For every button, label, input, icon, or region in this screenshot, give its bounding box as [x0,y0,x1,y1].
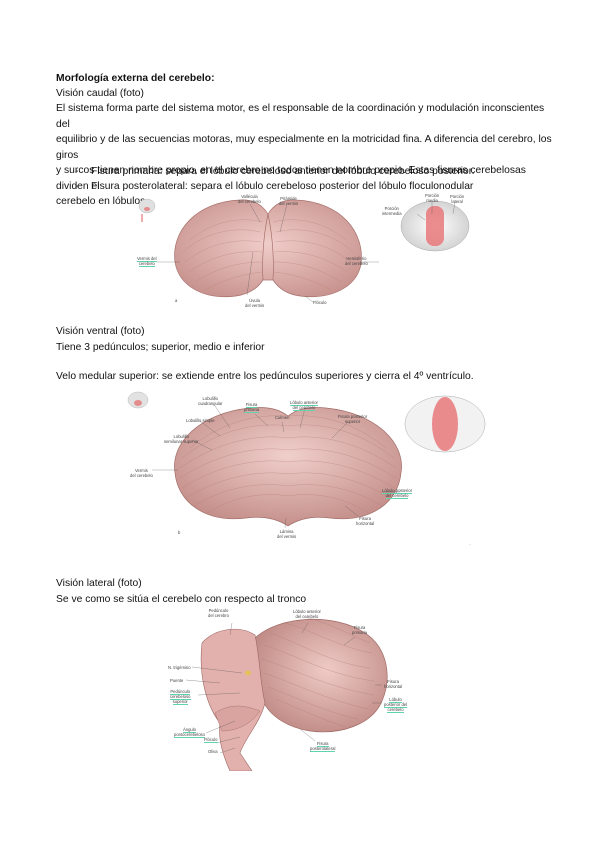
lateral-text: Se ve como se sitúa el cerebelo con resp… [56,594,307,605]
label-culmen: Culmen [275,415,290,420]
figure-letter: b [178,530,181,535]
paragraph-line: cerebelo en lóbulos. [56,196,149,207]
page-dot: · [469,542,471,548]
label-flocculus: Flóculo [313,300,327,305]
bullet-dash: - [75,166,79,177]
paragraph-line: y surcos tienen nombre propio, en el cer… [56,165,526,192]
ventral-cerebellum-illustration [127,391,486,529]
subtitle-lateral: Visión lateral (foto) [56,578,142,589]
paragraph-line: El sistema forma parte del sistema motor… [56,103,545,130]
label-trigeminal: N. trigémino [168,665,191,670]
lateral-cerebellum-illustration [185,616,388,772]
paragraph-line: equilibrio y de las secuencias motoras, … [56,134,552,161]
label-flocculus-text: Flóculo [204,737,218,743]
bullet-item: - Fisura primaria: separa el lóbulo cereb… [75,165,474,178]
bullet-item: - Fisura posterolateral: separa el lóbulo… [75,180,473,193]
bullet-text: Fisura posterolateral: separa el lóbulo … [91,181,474,192]
bullet-dash: - [75,181,79,192]
label-olive: Oliva [208,749,218,754]
subtitle-caudal: Visión caudal (foto) [56,88,144,99]
peduncles-text: Tiene 3 pedúnculos; superior, medio e in… [56,342,265,353]
label-pons: Puente [170,678,184,683]
label-flocculus: Flóculo [204,737,218,743]
caudal-cerebellum-illustration [138,198,470,303]
figure-letter: a [175,298,178,303]
section-title: Morfología externa del cerebelo: [56,73,215,84]
subtitle-ventral: Visión ventral (foto) [56,326,145,337]
intro-paragraph: El sistema forma parte del sistema motor… [56,101,556,210]
label-simple: Lobulillo simple [186,418,215,423]
bullet-text: Fisura primaria: separa el lóbulo cerebe… [91,166,475,177]
velum-text: Velo medular superior: se extiende entre… [56,371,474,382]
